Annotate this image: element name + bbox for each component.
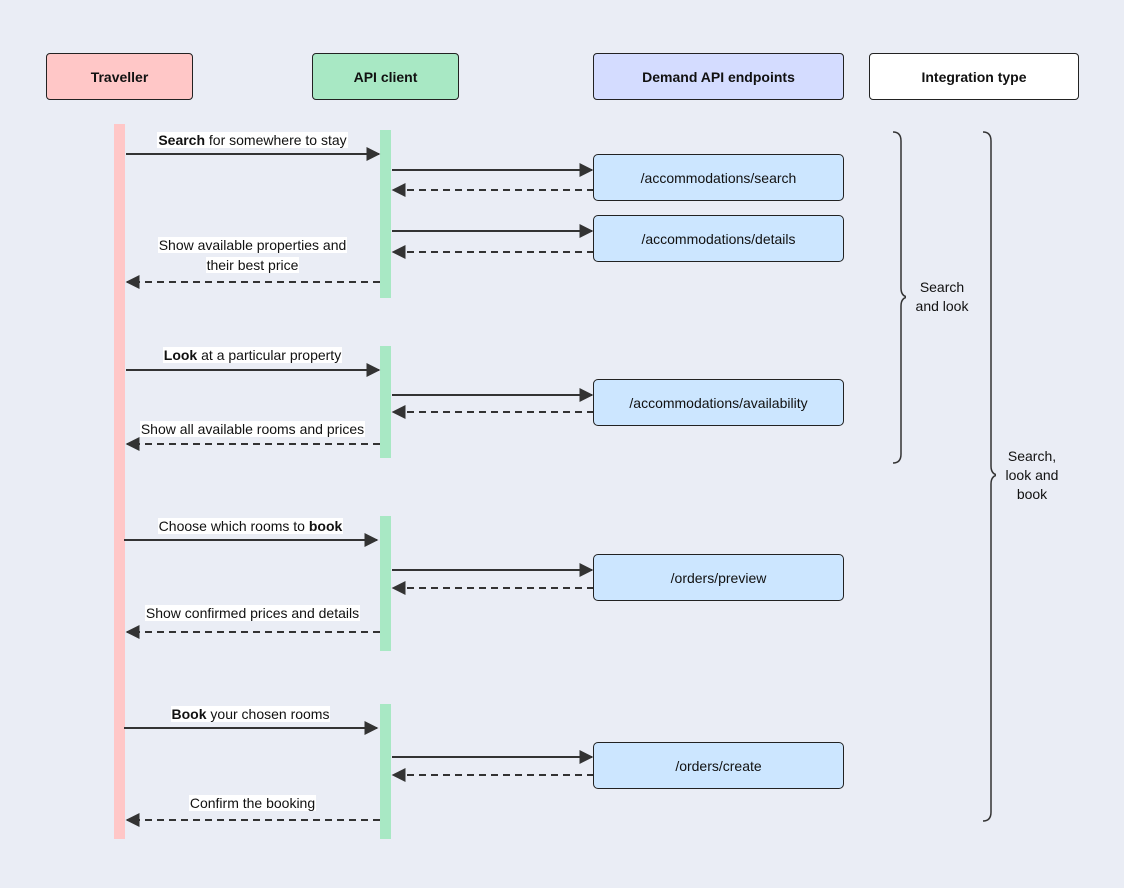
integration-search-and-look-label: Search and look (906, 278, 978, 316)
api-client-activation-1 (380, 130, 391, 298)
integration-search-look-book-line3: book (1016, 486, 1048, 502)
api-client-activation-4 (380, 704, 391, 839)
message-show-confirmed-label: Show confirmed prices and details (126, 603, 379, 623)
message-search-bold: Search (158, 132, 206, 148)
endpoint-accommodations-availability: /accommodations/availability (593, 379, 844, 426)
api-client-activation-2 (380, 346, 391, 458)
message-search-label: Search for somewhere to stay (126, 130, 379, 150)
integration-search-and-look-line2: and look (915, 298, 969, 314)
message-choose-pre: Choose which rooms to (158, 518, 309, 534)
integration-search-look-book-line1: Search, (1007, 448, 1057, 464)
api-client-activation-3 (380, 516, 391, 651)
endpoint-accommodations-details: /accommodations/details (593, 215, 844, 262)
message-show-properties-label: Show available properties and their best… (126, 235, 379, 275)
message-look-label: Look at a particular property (126, 345, 379, 365)
message-show-rooms-text: Show all available rooms and prices (139, 421, 366, 437)
message-book-bold: Book (171, 706, 207, 722)
integration-search-look-book-label: Search, look and book (996, 447, 1068, 504)
message-confirm-label: Confirm the booking (126, 793, 379, 813)
message-show-properties-line1: Show available properties and (157, 237, 348, 253)
message-book-rest: your chosen rooms (206, 706, 330, 722)
endpoint-accommodations-search: /accommodations/search (593, 154, 844, 201)
message-choose-bold: book (308, 518, 343, 534)
message-show-rooms-label: Show all available rooms and prices (126, 419, 379, 439)
message-look-bold: Look (163, 347, 198, 363)
integration-search-look-book-line2: look and (1005, 467, 1059, 483)
endpoint-orders-preview: /orders/preview (593, 554, 844, 601)
integration-search-and-look-line1: Search (919, 279, 965, 295)
endpoint-orders-create: /orders/create (593, 742, 844, 789)
message-search-rest: for somewhere to stay (205, 132, 347, 148)
api-client-header: API client (312, 53, 459, 100)
message-show-confirmed-text: Show confirmed prices and details (144, 605, 361, 621)
message-book-label: Book your chosen rooms (124, 704, 377, 724)
demand-api-endpoints-header: Demand API endpoints (593, 53, 844, 100)
message-show-properties-line2: their best price (205, 257, 300, 273)
message-choose-label: Choose which rooms to book (124, 516, 377, 536)
integration-type-header: Integration type (869, 53, 1079, 100)
traveller-header: Traveller (46, 53, 193, 100)
message-confirm-text: Confirm the booking (188, 795, 317, 811)
message-look-rest: at a particular property (197, 347, 342, 363)
traveller-lifeline (114, 124, 125, 839)
